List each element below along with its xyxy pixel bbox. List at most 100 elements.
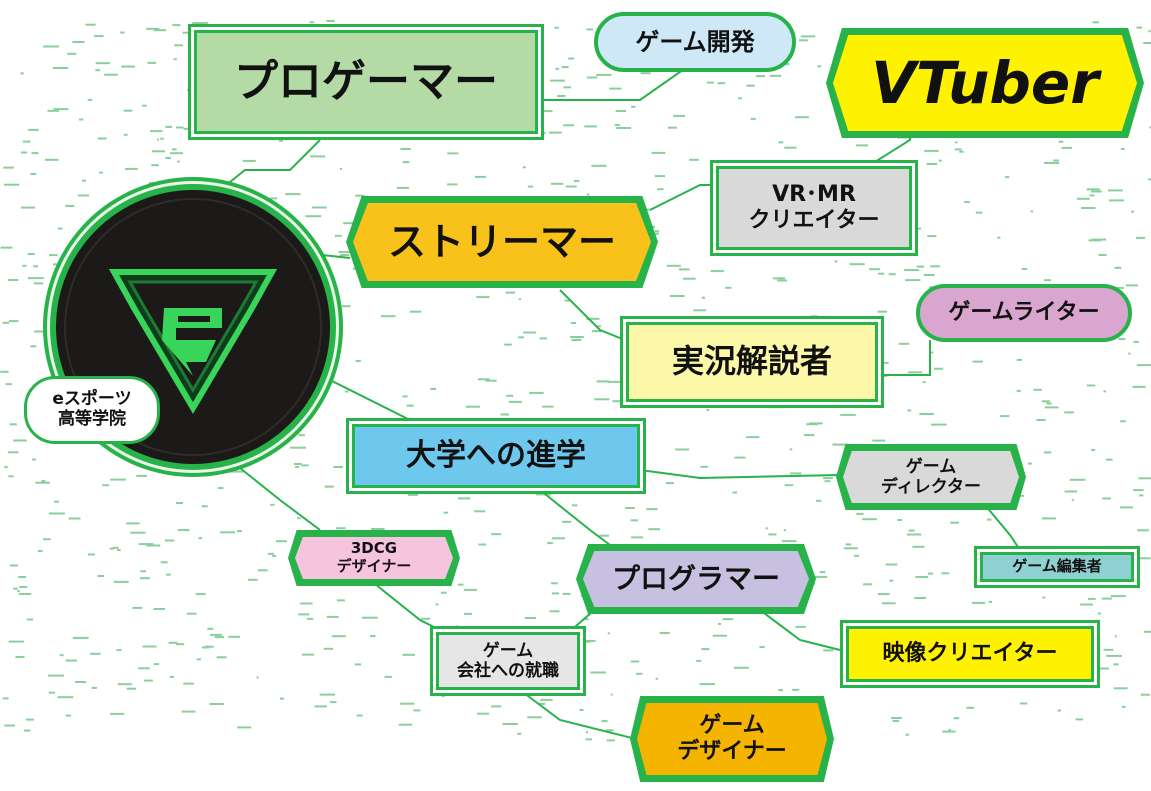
circuit-dash: [1030, 210, 1033, 213]
circuit-dash: [0, 246, 13, 249]
circuit-dash: [549, 131, 562, 134]
programmer-label: プログラマー: [583, 551, 809, 607]
circuit-dash: [1081, 207, 1096, 209]
circuit-dash: [938, 159, 942, 162]
circuit-dash: [923, 274, 935, 276]
e-shield-icon: [64, 198, 322, 456]
circuit-dash: [839, 624, 845, 627]
circuit-dash: [446, 25, 452, 28]
circuit-dash: [400, 148, 411, 150]
circuit-dash: [8, 279, 19, 281]
circuit-dash: [336, 527, 346, 530]
circuit-dash: [1135, 557, 1151, 560]
circuit-dash: [1000, 415, 1010, 418]
circuit-dash: [590, 671, 606, 674]
circuit-dash: [23, 729, 31, 732]
circuit-dash: [192, 22, 206, 25]
circuit-dash: [355, 360, 361, 362]
circuit-dash: [845, 543, 852, 546]
circuit-dash: [8, 475, 14, 478]
circuit-dash: [1113, 663, 1119, 666]
circuit-dash: [885, 563, 898, 566]
circuit-dash: [523, 331, 537, 334]
circuit-dash: [312, 206, 327, 209]
circuit-dash: [856, 512, 864, 515]
circuit-dash: [126, 687, 136, 690]
circuit-dash: [609, 87, 622, 90]
circuit-dash: [65, 204, 75, 207]
circuit-dash: [571, 339, 582, 341]
circuit-dash: [1080, 603, 1093, 606]
circuit-dash: [563, 86, 571, 89]
circuit-dash: [142, 104, 147, 107]
circuit-dash: [370, 635, 376, 638]
connector-university-director: [639, 469, 841, 480]
circuit-dash: [26, 618, 33, 621]
circuit-dash: [181, 710, 196, 713]
circuit-dash: [1135, 236, 1146, 239]
circuit-dash: [547, 542, 553, 545]
circuit-dash: [402, 653, 415, 656]
circuit-dash: [778, 689, 783, 692]
circuit-dash: [210, 633, 222, 636]
circuit-dash: [759, 646, 765, 649]
circuit-dash: [2, 697, 9, 700]
circuit-dash: [907, 533, 922, 536]
circuit-dash: [28, 277, 44, 280]
circuit-dash: [300, 602, 313, 605]
circuit-dash: [435, 603, 439, 606]
circuit-dash: [177, 529, 190, 532]
circuit-dash: [116, 649, 122, 652]
circuit-dash: [872, 439, 886, 442]
circuit-dash: [722, 618, 734, 621]
circuit-dash: [59, 654, 64, 657]
circuit-dash: [183, 682, 194, 685]
circuit-dash: [997, 236, 1001, 239]
circuit-dash: [23, 140, 31, 143]
circuit-dash: [326, 615, 339, 618]
circuit-dash: [591, 330, 603, 333]
circuit-dash: [95, 62, 110, 65]
circuit-dash: [33, 282, 44, 285]
circuit-dash: [65, 659, 77, 662]
node-game-dev: ゲーム開発: [594, 12, 796, 72]
connector-director-editor: [984, 504, 1021, 551]
circuit-dash: [942, 730, 956, 733]
circuit-dash: [458, 497, 471, 500]
circuit-dash: [4, 183, 20, 186]
circuit-dash: [557, 95, 566, 97]
circuit-dash: [630, 660, 640, 663]
circuit-dash: [272, 555, 276, 557]
circuit-dash: [931, 423, 947, 426]
circuit-dash: [882, 602, 896, 605]
circuit-dash: [8, 640, 24, 643]
circuit-dash: [326, 20, 335, 22]
circuit-dash: [49, 254, 58, 257]
circuit-dash: [1033, 388, 1042, 391]
circuit-dash: [922, 381, 926, 384]
circuit-dash: [625, 507, 635, 509]
circuit-dash: [527, 185, 533, 188]
circuit-dash: [1120, 148, 1125, 150]
circuit-dash: [1110, 595, 1126, 598]
circuit-dash: [343, 222, 355, 225]
circuit-dash: [659, 632, 670, 634]
circuit-dash: [138, 667, 150, 670]
circuit-dash: [172, 24, 181, 27]
circuit-dash: [732, 491, 738, 494]
circuit-dash: [573, 179, 580, 182]
circuit-dash: [166, 573, 171, 576]
circuit-dash: [631, 536, 644, 539]
circuit-dash: [8, 451, 19, 454]
circuit-dash: [563, 124, 574, 127]
circuit-dash: [31, 152, 39, 155]
circuit-dash: [769, 74, 782, 77]
circuit-dash: [491, 705, 502, 708]
circuit-dash: [447, 183, 458, 186]
circuit-dash: [160, 561, 168, 564]
circuit-dash: [506, 394, 514, 397]
circuit-dash: [701, 296, 705, 299]
circuit-dash: [891, 162, 899, 165]
circuit-dash: [269, 197, 277, 200]
circuit-dash: [0, 370, 9, 373]
